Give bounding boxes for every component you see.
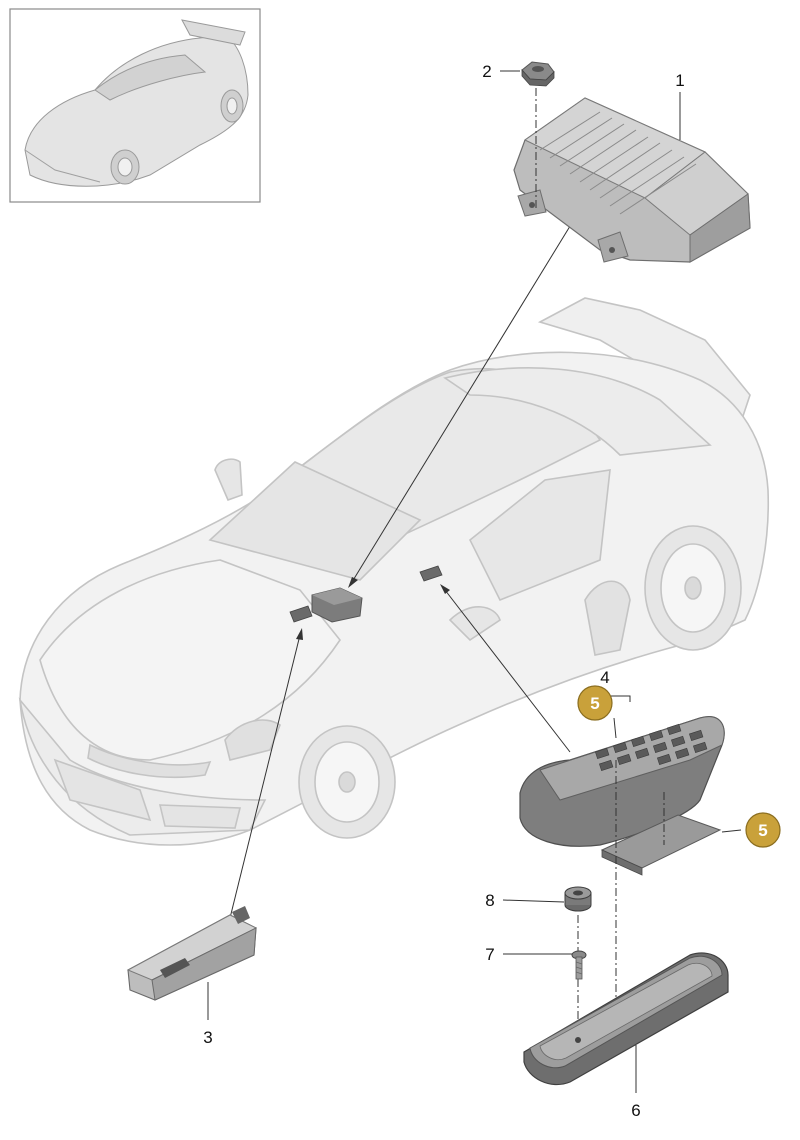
vehicle-ghost-view [18, 297, 770, 846]
callout-part-8: 8 [485, 891, 494, 910]
callout-part-3: 3 [203, 1028, 212, 1047]
badge-5-side[interactable]: 5 [745, 812, 781, 848]
installed-control-unit [311, 587, 363, 623]
pointer-lines [229, 217, 576, 919]
installed-sensor-left [289, 605, 313, 623]
badge-5-top-label: 5 [590, 694, 599, 713]
part-8-grommet[interactable] [564, 886, 592, 912]
callout-part-6: 6 [631, 1101, 640, 1120]
callout-part-4: 4 [600, 668, 609, 687]
mount-hole [575, 1037, 581, 1043]
part-7-screw[interactable] [571, 950, 587, 980]
callout-part-2: 2 [482, 62, 491, 81]
connector [160, 958, 190, 978]
bolt-hole [609, 247, 615, 253]
assembly-centerlines [577, 760, 665, 1040]
callout-part-1: 1 [675, 71, 684, 90]
part-1-control-unit[interactable] [513, 97, 751, 263]
installed-sensor-right [419, 565, 443, 582]
mounting-tab [597, 231, 629, 263]
callout-part-7: 7 [485, 945, 494, 964]
thumbnail-overview[interactable] [9, 8, 261, 203]
pointer-part-3 [229, 634, 301, 919]
heat-sink-fins [539, 111, 697, 215]
bolt-hole [529, 202, 535, 208]
thumbnail-car [24, 19, 249, 187]
part-4-remote-control[interactable] [519, 716, 725, 847]
keypad [594, 723, 708, 772]
badge-5-side-label: 5 [758, 821, 767, 840]
part-6-holder[interactable] [523, 952, 729, 1086]
badge-5-top[interactable]: 5 [577, 685, 613, 721]
pointer-part-4 [444, 589, 571, 753]
pointer-part-1 [351, 217, 576, 583]
part-2-nut[interactable] [521, 61, 555, 87]
part-3-module[interactable] [126, 906, 258, 1001]
connector [232, 906, 250, 924]
part-5-cover-plate[interactable] [600, 814, 722, 876]
